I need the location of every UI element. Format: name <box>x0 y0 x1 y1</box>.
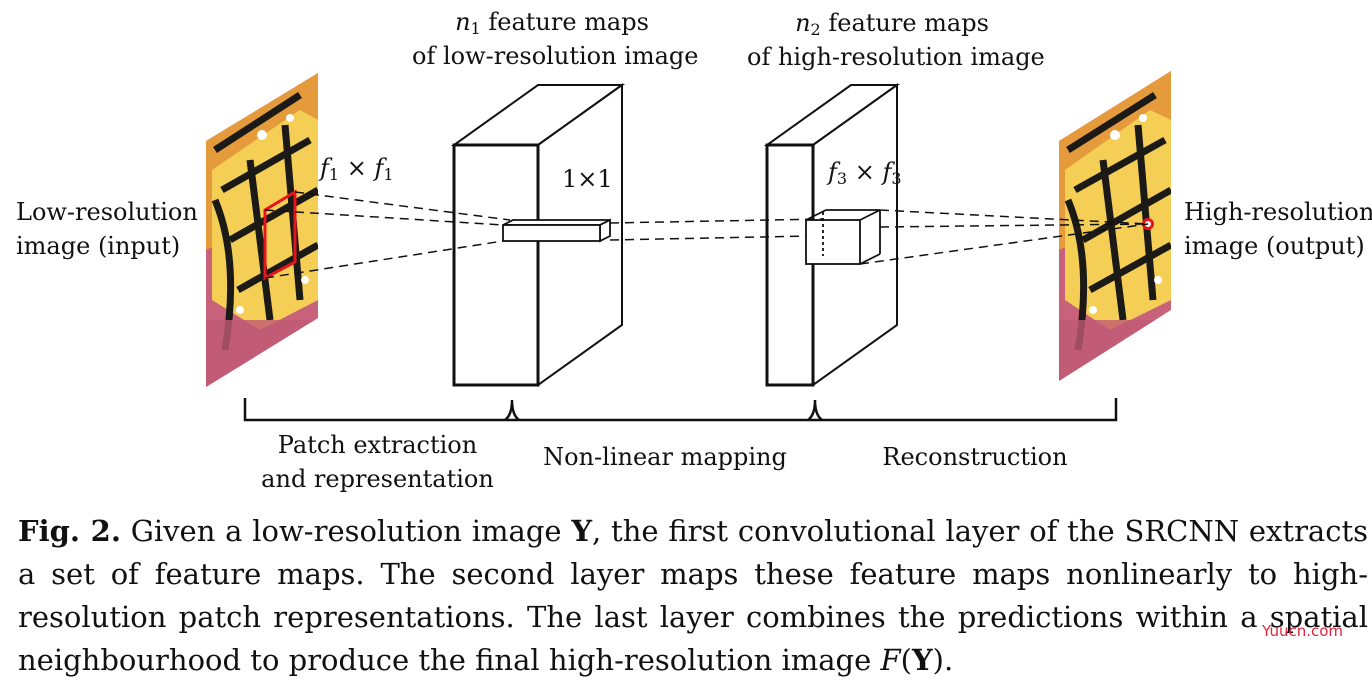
f3-cube <box>805 209 881 265</box>
f1-kernel-label: f1 × f1 <box>320 154 394 184</box>
figure-caption: Fig. 2. Given a low-resolution image Y, … <box>18 514 1368 677</box>
watermark: Yuucn.com <box>1262 622 1344 640</box>
feature-maps-2-label: n2 feature maps of high-resolution image <box>747 9 1045 71</box>
input-patch-highlight <box>263 189 297 281</box>
stage-brace <box>243 398 1118 422</box>
one-by-one-slab <box>502 218 611 243</box>
caption-fig-label: Fig. 2. <box>18 514 121 548</box>
stage-patch-extraction: Patch extraction and representation <box>261 431 494 493</box>
stage-non-linear-mapping: Non-linear mapping <box>543 443 787 471</box>
srcnn-diagram <box>206 71 1171 422</box>
f3-kernel-label: f3 × f3 <box>828 158 902 188</box>
input-image <box>206 73 318 387</box>
stage-reconstruction: Reconstruction <box>882 443 1068 471</box>
one-by-one-label: 1×1 <box>562 165 613 193</box>
output-image <box>1059 71 1171 381</box>
output-label: High-resolution image (output) <box>1184 198 1372 260</box>
feature-maps-1-label: n1 feature maps of low-resolution image <box>412 8 699 70</box>
projection-lines <box>264 191 1149 279</box>
input-label: Low-resolution image (input) <box>16 198 198 260</box>
